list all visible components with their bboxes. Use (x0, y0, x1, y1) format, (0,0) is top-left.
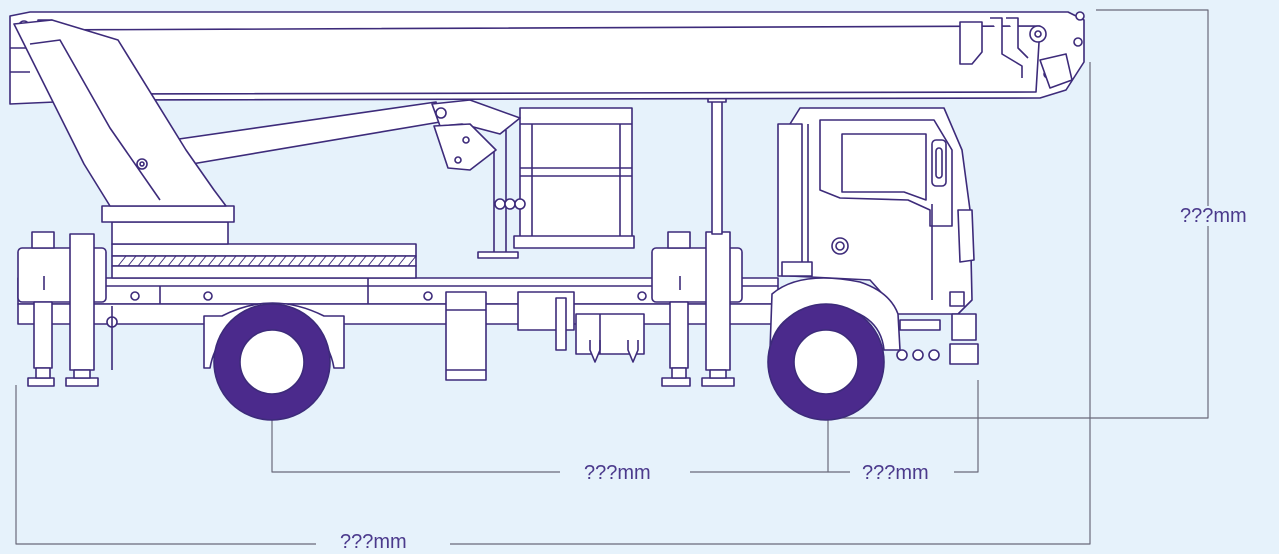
underbody-equipment (445, 291, 645, 381)
boom-support-pillar (707, 91, 727, 235)
height-dimension-label: ???mm (1176, 206, 1251, 226)
deck-hatched-band (111, 255, 417, 267)
deck (101, 205, 417, 279)
truck-cab (777, 107, 979, 365)
front-wheel (767, 303, 885, 421)
deck-top-plate (111, 243, 417, 257)
main-boom (9, 11, 1085, 105)
turntable-cap (101, 205, 235, 223)
turntable-block (111, 221, 229, 245)
rear-wheel (213, 303, 331, 421)
outrigger-front (651, 231, 743, 387)
overall-length-dimension-label: ???mm (336, 532, 411, 552)
overall-length-dimension-line (15, 62, 1091, 545)
wheelbase-dimension-line (271, 420, 829, 473)
deck-lower-plate (111, 265, 417, 279)
outrigger-rear (17, 231, 118, 387)
boom-column (13, 19, 227, 207)
chassis-lower-rail (17, 303, 779, 325)
wheelbase-dimension-label: ???mm (580, 463, 655, 483)
lower-arm (171, 99, 521, 171)
front-overhang-dimension-line (828, 380, 979, 473)
work-basket (477, 107, 635, 259)
deck-hatching (117, 255, 417, 267)
front-overhang-dimension-label: ???mm (858, 463, 933, 483)
